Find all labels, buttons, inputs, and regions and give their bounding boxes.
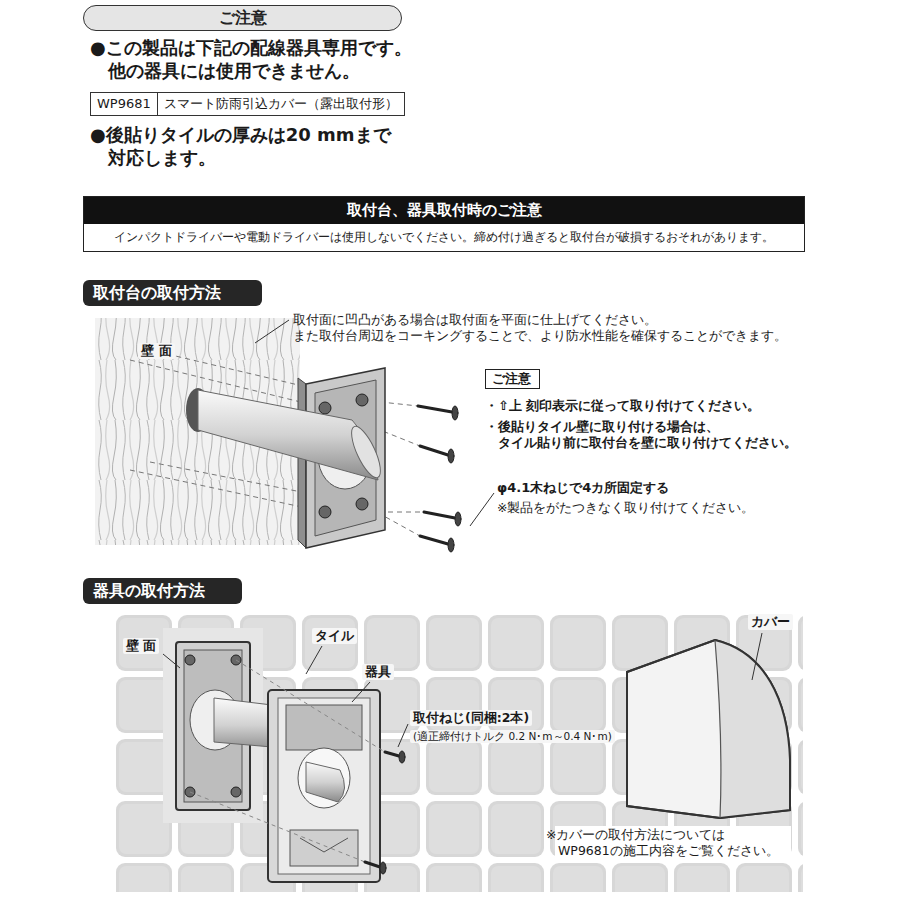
section-tag: 器具の取付方法 [83, 578, 242, 604]
part-label: カバー [748, 614, 793, 630]
fixing-note: φ4.1木ねじで4カ所固定する [497, 480, 669, 496]
spec-table: WP9681スマート防雨引込カバー（露出取付形） [90, 92, 405, 116]
part-label: 壁 面 [123, 638, 159, 654]
notice-box: ご注意 [485, 369, 540, 389]
instruction-note: 取付面に凹凸がある場合は取付面を平面に仕上げてください。 また取付台周辺をコーキ… [293, 312, 813, 345]
notice-text: ●後貼りタイルの厚みは20 mmまで 対応します。 [90, 124, 398, 169]
notice-pill: ご注意 [83, 5, 402, 31]
table-cell: スマート防雨引込カバー（露出取付形） [158, 93, 404, 115]
torque-note: (適正締付けトルク 0.2 N･m～0.4 N･m) [410, 730, 615, 743]
section-tag: 取付台の取付方法 [83, 280, 262, 306]
node-heading: ご注意 [492, 371, 533, 387]
node-body: インパクトドライバーや電動ドライバーは使用しないでください。締め付け過ぎると取付… [84, 224, 804, 251]
fixing-note: ※製品をがたつきなく取り付けてください。 [497, 500, 754, 516]
part-label: 壁 面 [138, 343, 175, 359]
table-cell: WP9681 [91, 93, 158, 115]
node-heading: 取付台、器具取付時のご注意 [84, 197, 804, 224]
caution-item: ・後貼りタイル壁に取り付ける場合は、 タイル貼り前に取付台を壁に取り付けてくださ… [485, 419, 818, 452]
part-label: 取付ねじ(同梱:2本) [410, 710, 532, 726]
notice-text: ●この製品は下記の配線器具専用です。 他の器具には使用できません。 [90, 37, 428, 82]
node-heading: ご注意 [84, 6, 401, 29]
node-heading: 取付台の取付方法 [93, 283, 252, 303]
caution-item: ・⇧上 刻印表示に従って取り付けてください。 [485, 398, 760, 414]
reference-note: ※カバーの取付方法については WP9681の施工内容をご覧ください。 [555, 826, 791, 859]
node-heading: 器具の取付方法 [93, 581, 232, 601]
part-label: 器具 [362, 664, 394, 680]
part-label: タイル [312, 628, 357, 644]
caution-frame: 取付台、器具取付時のご注意インパクトドライバーや電動ドライバーは使用しないでくだ… [83, 196, 805, 252]
